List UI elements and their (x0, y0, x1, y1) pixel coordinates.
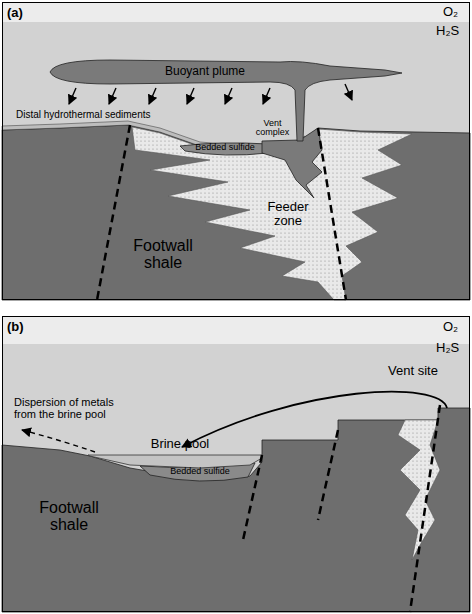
fault-line (97, 125, 130, 300)
oxic-water (2, 316, 470, 344)
panel-label: (b) (7, 319, 24, 334)
fault-line (243, 455, 262, 540)
settling-arrow (225, 88, 232, 104)
region-label: Buoyant plume (150, 65, 260, 78)
fault-line (318, 430, 338, 520)
settling-arrow (69, 88, 76, 104)
footwall-shale (2, 125, 470, 300)
settling-arrows (69, 84, 352, 104)
region-label: Bedded sulfide (184, 143, 266, 152)
fault-line (410, 405, 440, 612)
region-label: Brine pool (135, 437, 225, 451)
plume-region: Buoyant plume (150, 65, 260, 78)
water-label: H₂S (436, 341, 459, 355)
region-label: Bedded sulfide (158, 467, 242, 476)
brine-flow-arrow (182, 392, 447, 447)
water-label: O₂ (443, 5, 458, 19)
footwall-shale (2, 408, 470, 612)
vent-region: Vent complex (250, 119, 295, 138)
brine-region: Brine pool (135, 437, 225, 451)
oxic-water (2, 2, 470, 22)
feeder-region: Feeder zone (258, 200, 318, 227)
anoxic-water (2, 316, 470, 612)
process-note: Dispersion of metals from the brine pool (14, 396, 134, 420)
settling-arrow (187, 88, 194, 104)
region-label: Footwall shale (118, 238, 208, 272)
sulfide-lens: Bedded sulfide (184, 143, 266, 152)
sulfide-lens: Bedded sulfide (158, 467, 242, 476)
settling-arrow (345, 84, 352, 100)
bedded-sulfide (180, 143, 268, 155)
shale-region: Footwall shale (24, 500, 114, 534)
site-label: Vent site (388, 364, 438, 378)
anoxic-water (2, 2, 470, 300)
settling-arrow (263, 88, 270, 104)
settling-arrow (149, 88, 156, 104)
dispersion-arrow (22, 430, 95, 452)
panel-frame: (b) Brine poolBedded sulfideFootwall shal… (2, 316, 470, 612)
sediment-label: Distal hydrothermal sediments (16, 109, 151, 120)
feeder-zone (398, 420, 440, 560)
settling-arrow (109, 88, 116, 104)
water-label: H₂S (436, 24, 459, 38)
panel-frame: (a) Buoyant plumeBedded sulfide Vent compl… (2, 2, 470, 300)
panel-label: (a) (7, 5, 23, 20)
region-label: Feeder zone (258, 200, 318, 227)
region-label: Footwall shale (24, 500, 114, 534)
shale-region: Footwall shale (118, 238, 208, 272)
feeder-zone (132, 127, 412, 300)
vent-complex (262, 128, 322, 198)
fault-line (318, 128, 346, 300)
buoyant-plume (50, 60, 402, 141)
region-label: Vent complex (250, 119, 295, 138)
water-label: O₂ (443, 320, 458, 334)
